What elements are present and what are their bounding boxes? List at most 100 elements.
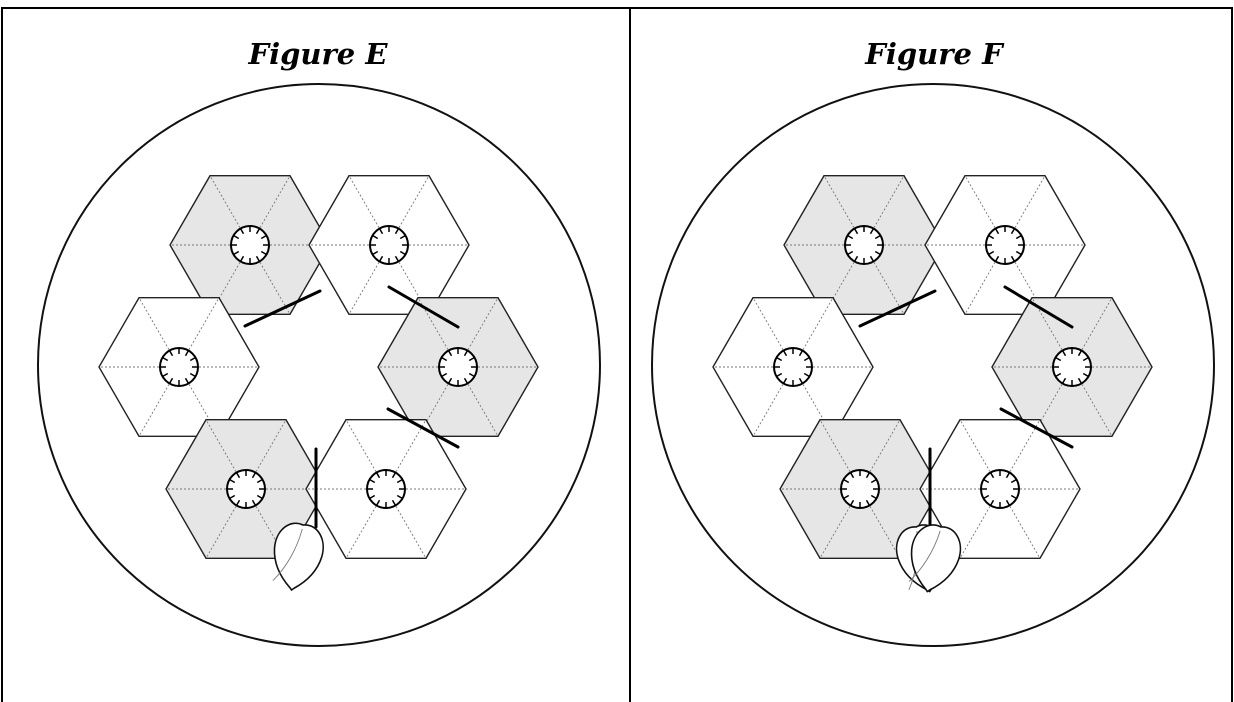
dial-tick xyxy=(853,228,859,235)
dial-tick xyxy=(803,372,810,378)
dial-tick xyxy=(378,255,384,262)
dial-tick xyxy=(1015,250,1022,256)
dial-tick xyxy=(396,494,403,500)
cell-top-left xyxy=(169,175,331,315)
dial-tick xyxy=(782,350,788,357)
dial-tick xyxy=(235,499,241,506)
dial-tick xyxy=(229,478,236,484)
dial-tick xyxy=(847,250,854,256)
dial-tick xyxy=(396,478,403,484)
leaf-vein xyxy=(272,528,303,581)
cell-middle-right xyxy=(991,297,1153,437)
dial-tick xyxy=(189,356,196,362)
dial-tick xyxy=(849,499,855,506)
dial-tick xyxy=(983,478,990,484)
dial-tick xyxy=(375,472,381,479)
dial-tick xyxy=(162,372,169,378)
dial-tick xyxy=(849,472,855,479)
dial-tick xyxy=(870,494,877,500)
dial-tick xyxy=(1010,228,1016,235)
dial-tick xyxy=(463,377,469,384)
dial-tick xyxy=(256,494,263,500)
dial-tick xyxy=(869,255,875,262)
thick-boundary xyxy=(386,407,460,449)
dial-tick xyxy=(865,472,871,479)
dial-tick xyxy=(251,499,257,506)
dial-tick xyxy=(233,234,240,240)
dial-tick xyxy=(843,494,850,500)
figure-e-cells xyxy=(98,175,539,592)
thick-boundary xyxy=(999,407,1074,449)
dial-tick xyxy=(229,494,236,500)
dial-tick xyxy=(994,255,1000,262)
dial-tick xyxy=(399,250,406,256)
dial-tick xyxy=(189,372,196,378)
dial-tick xyxy=(869,228,875,235)
dial-tick xyxy=(989,499,995,506)
cell-bottom-left xyxy=(779,419,941,559)
cell-bottom-right xyxy=(919,419,1081,559)
dial-tick xyxy=(874,250,881,256)
dial-tick xyxy=(1010,494,1017,500)
dial-tick xyxy=(1055,372,1062,378)
dial-tick xyxy=(394,228,400,235)
dial-tick xyxy=(260,234,267,240)
dial-tick xyxy=(1082,372,1089,378)
dial-tick xyxy=(447,377,453,384)
thick-boundary xyxy=(387,285,460,329)
dial-tick xyxy=(260,250,267,256)
thick-boundary xyxy=(243,289,322,328)
dial-tick xyxy=(391,499,397,506)
leaf-vein xyxy=(908,530,941,582)
leaf-icon xyxy=(908,524,962,593)
dial-tick xyxy=(372,250,379,256)
dial-tick xyxy=(1005,472,1011,479)
dial-tick xyxy=(1015,234,1022,240)
dial-tick xyxy=(989,472,995,479)
dial-tick xyxy=(1010,478,1017,484)
dial-tick xyxy=(239,255,245,262)
dial-tick xyxy=(233,250,240,256)
dial-tick xyxy=(994,228,1000,235)
dial-tick xyxy=(1061,350,1067,357)
figure-f-title: Figure F xyxy=(864,37,1005,71)
dial-tick xyxy=(1061,377,1067,384)
dial-tick xyxy=(776,356,783,362)
thick-boundary xyxy=(1003,285,1074,329)
figure-e-panel: Figure E xyxy=(37,37,601,647)
dial-tick xyxy=(1010,255,1016,262)
dial-tick xyxy=(168,350,174,357)
dial-tick xyxy=(463,350,469,357)
dial-tick xyxy=(369,478,376,484)
figure-f-panel: Figure F xyxy=(651,37,1215,647)
figure-e-title: Figure E xyxy=(248,37,389,71)
dial-tick xyxy=(1082,356,1089,362)
dial-tick xyxy=(162,356,169,362)
dial-tick xyxy=(372,234,379,240)
dial-tick xyxy=(251,472,257,479)
dial-tick xyxy=(468,356,475,362)
cell-middle-right xyxy=(377,297,539,437)
dial-tick xyxy=(255,228,261,235)
dial-tick xyxy=(391,472,397,479)
dial-tick xyxy=(375,499,381,506)
dial-tick xyxy=(468,372,475,378)
dial-tick xyxy=(874,234,881,240)
dial-tick xyxy=(776,372,783,378)
dial-tick xyxy=(255,255,261,262)
dial-tick xyxy=(988,250,995,256)
dial-tick xyxy=(853,255,859,262)
dial-tick xyxy=(803,356,810,362)
dial-tick xyxy=(256,478,263,484)
dial-tick xyxy=(447,350,453,357)
dial-tick xyxy=(441,372,448,378)
figure-f-cells xyxy=(712,175,1153,593)
leaf-shape xyxy=(273,522,324,592)
dial-tick xyxy=(441,356,448,362)
cell-top-left xyxy=(783,175,945,315)
dial-tick xyxy=(239,228,245,235)
dial-tick xyxy=(798,350,804,357)
dial-tick xyxy=(865,499,871,506)
cell-bottom-right xyxy=(305,419,467,559)
